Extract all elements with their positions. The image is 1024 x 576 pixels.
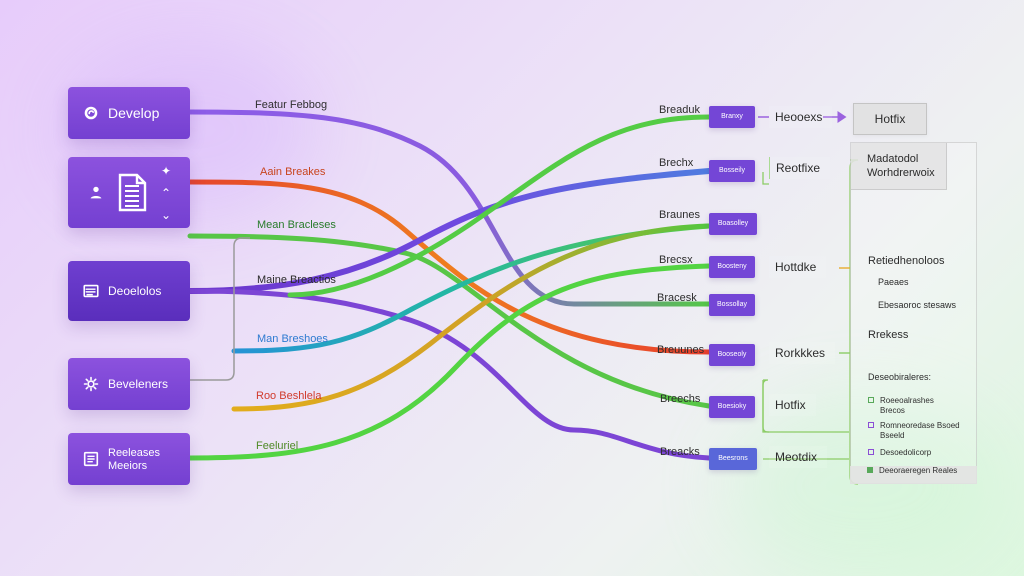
target-chip-7[interactable]: Beesrons (709, 448, 757, 470)
details-panel-header: Madatodol Worhdrerwoix (851, 143, 947, 190)
details-text-3: Ebesaoroc stesaws (878, 300, 957, 310)
branch-label-mean-bracleses: Mean Bracleses (257, 219, 336, 231)
chevron-down-icon: ⌄ (160, 207, 172, 222)
git-branch-icon (82, 104, 100, 122)
details-item-1-checkbox (868, 397, 874, 403)
details-text-1: Retiedhenoloos (868, 255, 945, 267)
secondary-label-heooexs: Heooexs (769, 106, 833, 128)
bracket-mid-a (762, 172, 769, 185)
branch-label-featur-febbog: Featur Febbog (255, 99, 328, 111)
small-navigation-icons: ✦ ⌃ ⌄ (161, 165, 171, 221)
target-label-5: Breuunes (657, 344, 705, 356)
details-item-2-text: Romneoredase Bsoed Bseeld (880, 421, 960, 440)
secondary-label-meotdix: Meotdix (769, 446, 828, 468)
bracket-mid-c (762, 379, 849, 433)
branch-label-man-breshoes: Man Breshoes (257, 333, 328, 345)
gear-icon (82, 375, 100, 393)
left-card-reeleases[interactable]: Reeleases Meeiors (68, 433, 190, 485)
target-label-7: Breacks (660, 446, 700, 458)
target-chip-1[interactable]: Bosseily (709, 160, 755, 182)
secondary-label-hotfix: Hotfix (769, 394, 816, 416)
connector-top-green (287, 114, 712, 298)
branch-label-aain-breakes: Aain Breakes (260, 166, 326, 178)
details-item-2-line1: Romneoredase Bsoed (880, 421, 960, 430)
target-chip-2[interactable]: Boasolley (709, 213, 757, 235)
details-item-3: Desoedolicorp (868, 448, 931, 458)
secondary-label-hottdke: Hottdke (769, 256, 827, 278)
document-list-icon (115, 173, 149, 213)
target-chip-5[interactable]: Booseoly (709, 344, 755, 366)
target-label-3: Brecsx (659, 254, 693, 266)
connector-blue-teal (231, 223, 712, 354)
details-item-3-checkbox (868, 449, 874, 455)
left-card-reeleases-text: Reeleases Meeiors (108, 447, 160, 472)
left-card-develop-label: Develop (108, 105, 160, 121)
details-footer-shade (850, 466, 977, 484)
details-item-2: Romneoredase Bsoed Bseeld (868, 421, 960, 440)
left-card-develop[interactable]: Develop (68, 87, 190, 139)
left-card-reeleases-line2: Meeiors (108, 459, 148, 472)
left-card-beveleners-label: Beveleners (108, 377, 169, 391)
details-panel: Madatodol Worhdrerwoix Retiedhenoloos Pa… (850, 142, 977, 484)
left-bracket (190, 237, 250, 381)
chevron-up-icon: ⌃ (160, 185, 172, 200)
target-chip-0[interactable]: Branxy (709, 106, 755, 128)
details-header-line1: Madatodol (867, 153, 919, 165)
target-label-6: Breechs (660, 393, 701, 405)
connector-green-main (187, 233, 712, 409)
checklist-icon (82, 450, 100, 468)
target-label-2: Braunes (659, 209, 700, 221)
left-card-deoelolos-label: Deoelolos (108, 284, 162, 298)
details-item-1-line2: Brecos (880, 405, 905, 415)
details-item-4-text: Deeoraeregen Reales (879, 466, 958, 475)
connector-bottom-green (187, 263, 712, 461)
left-card-reeleases-line1: Reeleases (108, 446, 160, 459)
target-chip-3[interactable]: Boosteny (709, 256, 755, 278)
connector-purple-main (187, 168, 712, 294)
target-label-4: Bracesk (657, 292, 697, 304)
connector-purple-lower (187, 288, 712, 461)
details-header-line2: Worhdrerwoix (867, 166, 935, 179)
target-chip-6[interactable]: Boesioky (709, 396, 755, 418)
details-text-4: Rrekess (868, 329, 909, 341)
target-label-1: Brechx (659, 157, 694, 169)
branch-label-roo-beshlela: Roo Beshlela (256, 390, 322, 402)
details-item-1: Roeeoalrashes Brecos (868, 396, 934, 415)
details-item-1-text: Roeeoalrashes Brecos (880, 396, 934, 415)
details-item-2-checkbox (868, 422, 874, 428)
connector-main-red (187, 179, 712, 355)
left-card-deoelolos[interactable]: Deoelolos (68, 261, 190, 321)
secondary-label-rorkkkes: Rorkkkes (769, 342, 836, 364)
list-window-icon (82, 282, 100, 300)
branch-label-feeluriel: Feeluriel (256, 440, 299, 452)
details-item-1-line1: Roeeoalrashes (880, 396, 934, 405)
background-glow-right (724, 396, 1004, 576)
left-card-document[interactable]: ✦ ⌃ ⌄ (68, 157, 190, 228)
spark-icon: ✦ (160, 163, 172, 178)
details-item-3-text: Desoedolicorp (880, 448, 932, 457)
branch-label-maine-breactios: Maine Breactios (257, 274, 336, 286)
details-text-5: Deseobiraleres: (868, 372, 932, 382)
secondary-label-reotfixe: Reotfixe (769, 157, 831, 179)
target-label-0: Breaduk (659, 104, 700, 116)
connector-orange-gold (231, 223, 712, 412)
details-item-4-checkbox (867, 467, 873, 473)
left-card-beveleners[interactable]: Beveleners (68, 358, 190, 410)
target-chip-4[interactable]: Bossollay (709, 294, 755, 316)
details-text-2: Paeaes (878, 277, 909, 287)
details-item-4: Deeoraeregen Reales (867, 466, 957, 476)
user-icon (87, 184, 105, 202)
hotfix-top-box[interactable]: Hotfix (853, 103, 927, 135)
details-item-2-line2: Bseeld (880, 430, 905, 440)
